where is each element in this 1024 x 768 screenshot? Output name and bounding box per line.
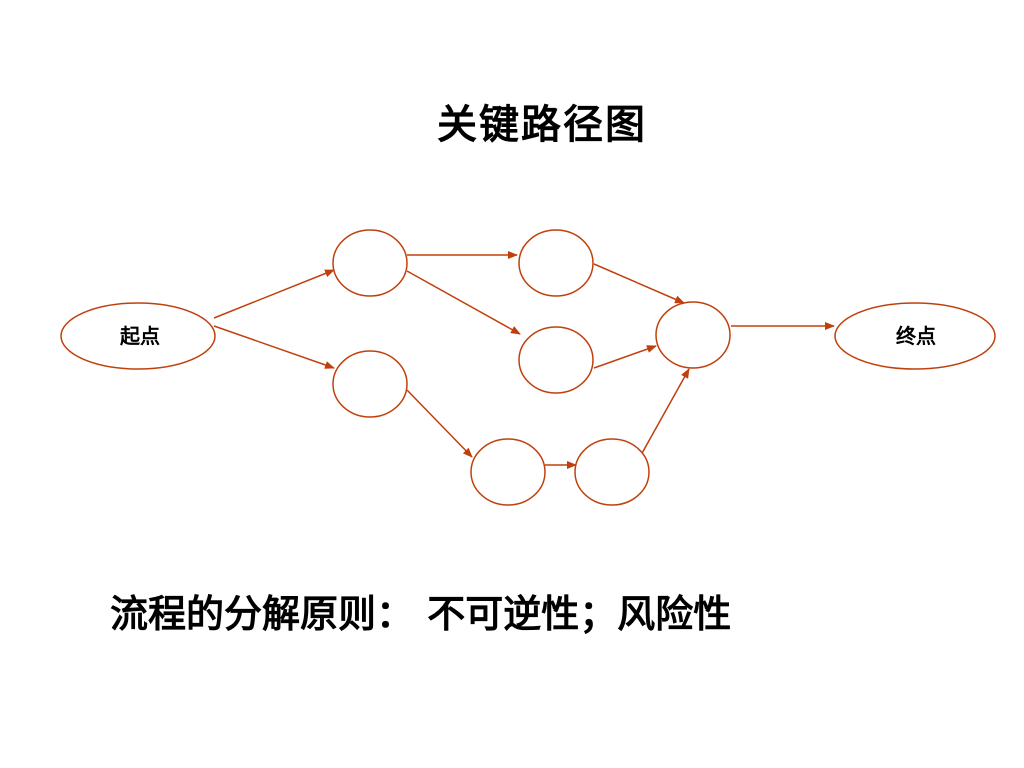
arrow-start-to-a xyxy=(213,269,335,319)
node-g xyxy=(574,438,650,506)
start-label: 起点 xyxy=(119,324,160,348)
node-d xyxy=(655,301,731,369)
node-b xyxy=(518,229,594,297)
end-label: 终点 xyxy=(896,324,936,348)
arrows xyxy=(213,251,835,469)
node-c xyxy=(518,326,594,394)
node-f xyxy=(470,438,546,506)
arrow-a-to-c xyxy=(406,270,521,335)
arrow-g-to-d xyxy=(640,368,690,456)
start-node xyxy=(60,302,216,370)
node-a xyxy=(332,229,408,297)
arrow-e-to-f xyxy=(406,389,473,458)
arrow-start-to-e xyxy=(213,325,335,369)
decomposition-principle-text: 流程的分解原则： 不可逆性；风险性 xyxy=(110,591,732,636)
slide-title: 关键路径图 xyxy=(437,101,647,148)
arrow-b-to-d xyxy=(593,263,685,304)
node-e xyxy=(332,350,408,418)
arrow-c-to-d xyxy=(593,345,657,369)
end-node xyxy=(834,302,996,370)
nodes xyxy=(60,229,996,506)
